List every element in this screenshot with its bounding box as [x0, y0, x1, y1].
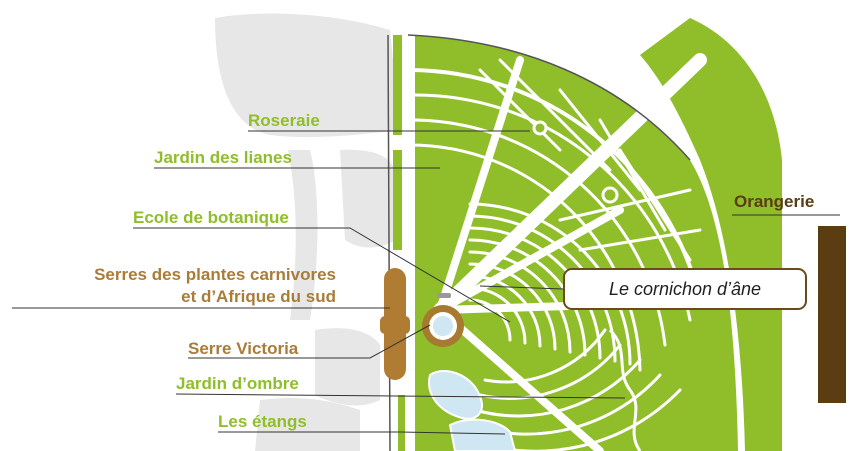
- label-cornichon-d-ane: Le cornichon d’âne: [563, 268, 807, 310]
- vertical-boundary-line: [387, 34, 391, 451]
- outer-arc-garden: [640, 18, 782, 451]
- label-roseraie: Roseraie: [248, 111, 320, 130]
- label-jardin-des-lianes: Jardin des lianes: [154, 148, 292, 167]
- roseraie-roundabout: [532, 120, 548, 136]
- label-jardin-d-ombre: Jardin d’ombre: [176, 374, 299, 393]
- pond-upper: [428, 370, 483, 420]
- grid-roundabout: [601, 186, 619, 204]
- label-les-etangs: Les étangs: [218, 412, 307, 431]
- leader-lines: [12, 130, 840, 435]
- serre-victoria-shape: [422, 293, 464, 347]
- label-serres-line1: Serres des plantes carnivores: [94, 265, 336, 284]
- label-serres-line2: et d’Afrique du sud: [181, 287, 336, 306]
- serres-carnivores-shape: [380, 268, 410, 380]
- shade-garden-path: [608, 328, 642, 451]
- left-strips: [393, 35, 438, 451]
- grey-paths: [215, 13, 400, 451]
- label-serre-victoria: Serre Victoria: [188, 339, 299, 358]
- label-ecole-de-botanique: Ecole de botanique: [133, 208, 289, 227]
- pond-lower: [448, 418, 517, 451]
- label-orangerie: Orangerie: [734, 192, 815, 211]
- orangerie-building: [818, 226, 846, 403]
- outer-boundary-line: [407, 34, 691, 161]
